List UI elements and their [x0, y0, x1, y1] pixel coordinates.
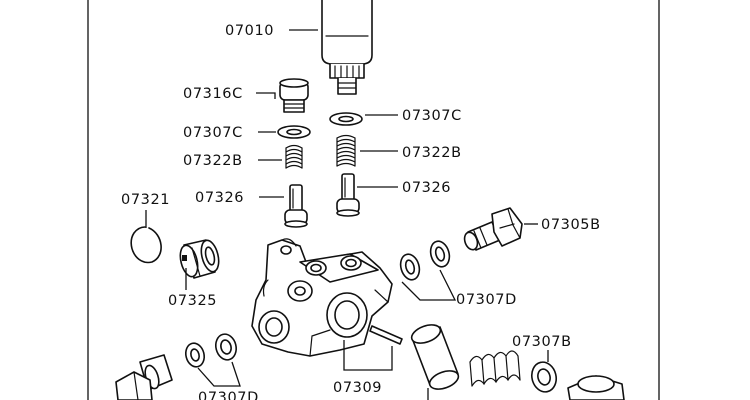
part-07307C-washer-left	[277, 125, 311, 139]
part-07322B-spring-left	[285, 144, 303, 169]
part-plug-lower-right	[567, 375, 625, 400]
label-07321: 07321	[121, 192, 170, 208]
leader-lines	[145, 29, 549, 400]
part-07326-valve-left	[284, 184, 308, 228]
label-07326-right: 07326	[402, 180, 451, 196]
label-07325: 07325	[168, 293, 217, 309]
label-07307C-right: 07307C	[402, 108, 462, 124]
part-spring-lower	[469, 350, 521, 387]
part-07307C-washer-right	[329, 112, 363, 126]
part-bolt-lower-left	[115, 354, 173, 400]
label-07309: 07309	[333, 380, 382, 396]
part-07307D-washer-right-b	[429, 240, 451, 268]
part-07325-sleeve	[179, 239, 220, 279]
part-07010-cylinder	[321, 0, 373, 95]
part-07316C-plug	[279, 78, 309, 113]
part-07305B-bolt	[463, 207, 523, 251]
part-07309-pin	[369, 325, 403, 345]
label-07010: 07010	[225, 23, 274, 39]
label-07316C: 07316C	[183, 86, 243, 102]
part-07307D-washer-left-a	[184, 342, 206, 368]
label-07305B: 07305B	[541, 217, 601, 233]
label-07307D-right: 07307D	[456, 292, 517, 308]
part-07307B-washer	[531, 361, 557, 393]
label-07307C-left: 07307C	[183, 125, 243, 141]
label-07307D-left: 07307D	[198, 390, 259, 400]
part-07307D-washer-right-a	[399, 253, 421, 281]
part-pump-housing	[251, 238, 393, 357]
part-07321-snap-ring	[130, 226, 162, 264]
part-07307D-washer-left-b	[215, 333, 237, 361]
label-07322B-left: 07322B	[183, 153, 243, 169]
part-cylinder-sleeve	[410, 324, 460, 390]
part-07322B-spring-right	[336, 134, 356, 167]
diagram-frame	[87, 0, 660, 400]
label-07326-left: 07326	[195, 190, 244, 206]
part-07326-valve-right	[336, 173, 360, 217]
part-labels: 07010 07316C 07307C 07322B 07326 07307C …	[121, 23, 601, 400]
label-07307B: 07307B	[512, 334, 572, 350]
label-07322B-right: 07322B	[402, 145, 462, 161]
